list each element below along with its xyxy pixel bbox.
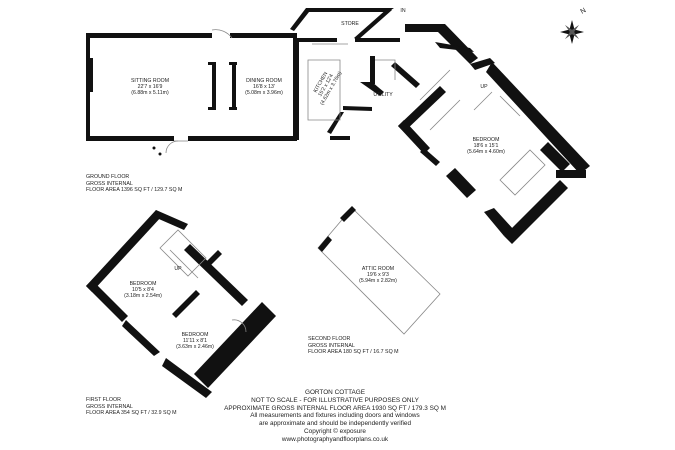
- first-floor-area: FLOOR AREA 354 SQ FT / 32.9 SQ M: [86, 410, 177, 417]
- sitting-room-name: SITTING ROOM: [131, 78, 169, 84]
- first-bedroom-a-metric: (3.18m x 2.54m): [124, 293, 162, 299]
- store-label: STORE: [341, 21, 359, 27]
- first-floor-caption: FIRST FLOOR GROSS INTERNAL FLOOR AREA 35…: [86, 397, 177, 417]
- total-area: APPROXIMATE GROSS INTERNAL FLOOR AREA 19…: [224, 404, 446, 412]
- sitting-room-imperial: 22'7 x 16'9: [138, 84, 163, 90]
- first-bedroom-a-name: BEDROOM: [130, 281, 157, 287]
- kitchen-label: KITCHEN 15'2 x 12'4 (4.62m x 3.76m): [313, 70, 344, 106]
- first-bedroom-b-name: BEDROOM: [182, 332, 209, 338]
- footer-notes: GORTON COTTAGE NOT TO SCALE - FOR ILLUST…: [200, 389, 470, 444]
- ground-floor-area: FLOOR AREA 1396 SQ FT / 129.7 SQ M: [86, 187, 183, 194]
- website-link[interactable]: www.photographyandfloorplans.co.uk: [281, 435, 389, 443]
- property-title: GORTON COTTAGE: [304, 389, 365, 396]
- first-bedroom-b-imperial: 11'11 x 8'1: [183, 338, 207, 344]
- dining-room-name: DINING ROOM: [246, 78, 282, 84]
- ground-floor-walls: [86, 8, 590, 244]
- compass-north-label: N: [580, 7, 588, 16]
- sitting-room-metric: (6.88m x 5.11m): [131, 90, 169, 96]
- disclaimer-line-2: are approximate and should be independen…: [258, 420, 412, 428]
- first-bedroom-a-label: BEDROOM 10'5 x 8'4 (3.18m x 2.54m): [124, 281, 162, 299]
- attic-room-name: ATTIC ROOM: [362, 266, 394, 272]
- utility-label: UTILITY: [373, 92, 393, 98]
- first-floor-walls: [86, 210, 276, 398]
- second-floor-name: SECOND FLOOR: [308, 336, 351, 342]
- second-floor-gross: GROSS INTERNAL: [308, 342, 355, 349]
- attic-room-label: ATTIC ROOM 19'6 x 9'3 (5.94m x 2.82m): [359, 266, 397, 284]
- ground-floor-name: GROUND FLOOR: [86, 174, 130, 180]
- attic-room-imperial: 19'6 x 9'3: [367, 272, 389, 278]
- attic-room-metric: (5.94m x 2.82m): [359, 278, 397, 284]
- main-bedroom-name: BEDROOM: [473, 137, 500, 143]
- dining-room-imperial: 16'8 x 13': [253, 84, 275, 90]
- ground-floor-gross: GROSS INTERNAL: [86, 180, 133, 187]
- main-bedroom-imperial: 18'6 x 15'1: [474, 143, 499, 149]
- first-bedroom-a-imperial: 10'5 x 8'4: [132, 287, 154, 293]
- ground-floor-caption: GROUND FLOOR GROSS INTERNAL FLOOR AREA 1…: [86, 174, 182, 194]
- ground-floor-fixtures: [152, 29, 546, 196]
- main-bedroom-metric: (5.64m x 4.60m): [467, 149, 505, 155]
- main-bedroom-label: BEDROOM 18'6 x 15'1 (5.64m x 4.60m): [467, 137, 505, 155]
- scale-note: NOT TO SCALE - FOR ILLUSTRATIVE PURPOSES…: [251, 396, 419, 404]
- first-up-label: UP: [174, 266, 182, 272]
- first-floor-name: FIRST FLOOR: [86, 397, 121, 403]
- copyright-line: Copyright © exposure: [304, 427, 366, 435]
- ground-up-label: UP: [480, 84, 488, 90]
- compass-icon: [560, 20, 584, 44]
- first-bedroom-b-metric: (3.63m x 2.46m): [176, 344, 214, 350]
- first-floor-fixtures: [159, 229, 247, 333]
- second-floor-caption: SECOND FLOOR GROSS INTERNAL FLOOR AREA 1…: [308, 336, 399, 356]
- first-bedroom-b-label: BEDROOM 11'11 x 8'1 (3.63m x 2.46m): [176, 332, 214, 350]
- second-floor-area: FLOOR AREA 180 SQ FT / 16.7 SQ M: [308, 349, 399, 356]
- disclaimer-line-1: All measurements and fixtures including …: [250, 412, 420, 420]
- sitting-room-label: SITTING ROOM 22'7 x 16'9 (6.88m x 5.11m): [131, 78, 169, 96]
- second-floor-walls: [317, 206, 441, 335]
- first-floor-gross: GROSS INTERNAL: [86, 403, 133, 410]
- dining-room-label: DINING ROOM 16'8 x 13' (5.08m x 3.96m): [245, 78, 283, 96]
- entrance-in-label: IN: [400, 8, 405, 14]
- dining-room-metric: (5.08m x 3.96m): [245, 90, 283, 96]
